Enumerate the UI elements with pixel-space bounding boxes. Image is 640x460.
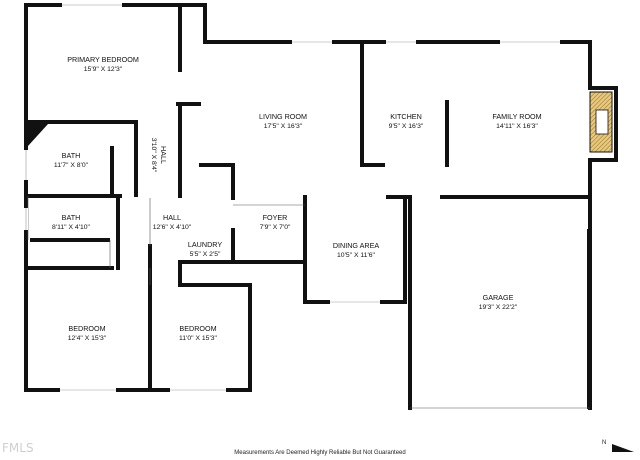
north-arrow-icon: N [602, 440, 634, 452]
laundry-name: LAUNDRY [188, 240, 222, 249]
hall-vertical-name: HALL [159, 146, 168, 164]
garage-dims: 19'3" X 22'2" [479, 304, 518, 311]
bedroom-1-name: BEDROOM [68, 324, 105, 333]
watermark-text: FMLS [2, 441, 34, 455]
closet-corner [28, 124, 48, 146]
family-room-dims: 14'11" X 16'3" [496, 123, 538, 130]
garage-name: GARAGE [483, 293, 514, 302]
kitchen-dims: 9'5" X 16'3" [389, 123, 424, 130]
thin-walls [27, 196, 590, 409]
bedroom-1-dims: 12'4" X 15'3" [68, 335, 107, 342]
kitchen-name: KITCHEN [390, 112, 422, 121]
foyer-name: FOYER [263, 213, 288, 222]
hall-name: HALL [163, 213, 181, 222]
hall-vertical-dims: 3'10" X 8'4" [150, 138, 157, 173]
family-room-name: FAMILY ROOM [492, 112, 541, 121]
bath-2-name: BATH [62, 213, 81, 222]
disclaimer-text: Measurements Are Deemed Highly Reliable … [234, 450, 405, 456]
bath-1-name: BATH [62, 151, 81, 160]
dining-area-name: DINING AREA [333, 241, 380, 250]
living-room-dims: 17'5" X 16'3" [264, 123, 303, 130]
primary-bedroom-dims: 15'9" X 12'3" [84, 66, 123, 73]
fireplace-box [595, 109, 609, 135]
bath-1-dims: 11'7" X 8'0" [54, 162, 89, 169]
bedroom-2-dims: 11'0" X 15'3" [179, 335, 217, 342]
primary-bedroom-name: PRIMARY BEDROOM [67, 55, 139, 64]
laundry-dims: 5'5" X 2'5" [190, 251, 221, 258]
windows [24, 3, 560, 392]
bath-2-dims: 8'11" X 4'10" [52, 224, 90, 231]
foyer-dims: 7'9" X 7'0" [260, 224, 291, 231]
bedroom-2-name: BEDROOM [179, 324, 216, 333]
living-room-name: LIVING ROOM [259, 112, 307, 121]
hall-dims: 12'6" X 4'10" [153, 224, 192, 231]
walls [24, 3, 618, 410]
dining-area-dims: 10'5" X 11'6" [337, 252, 375, 259]
north-label: N [602, 440, 606, 446]
